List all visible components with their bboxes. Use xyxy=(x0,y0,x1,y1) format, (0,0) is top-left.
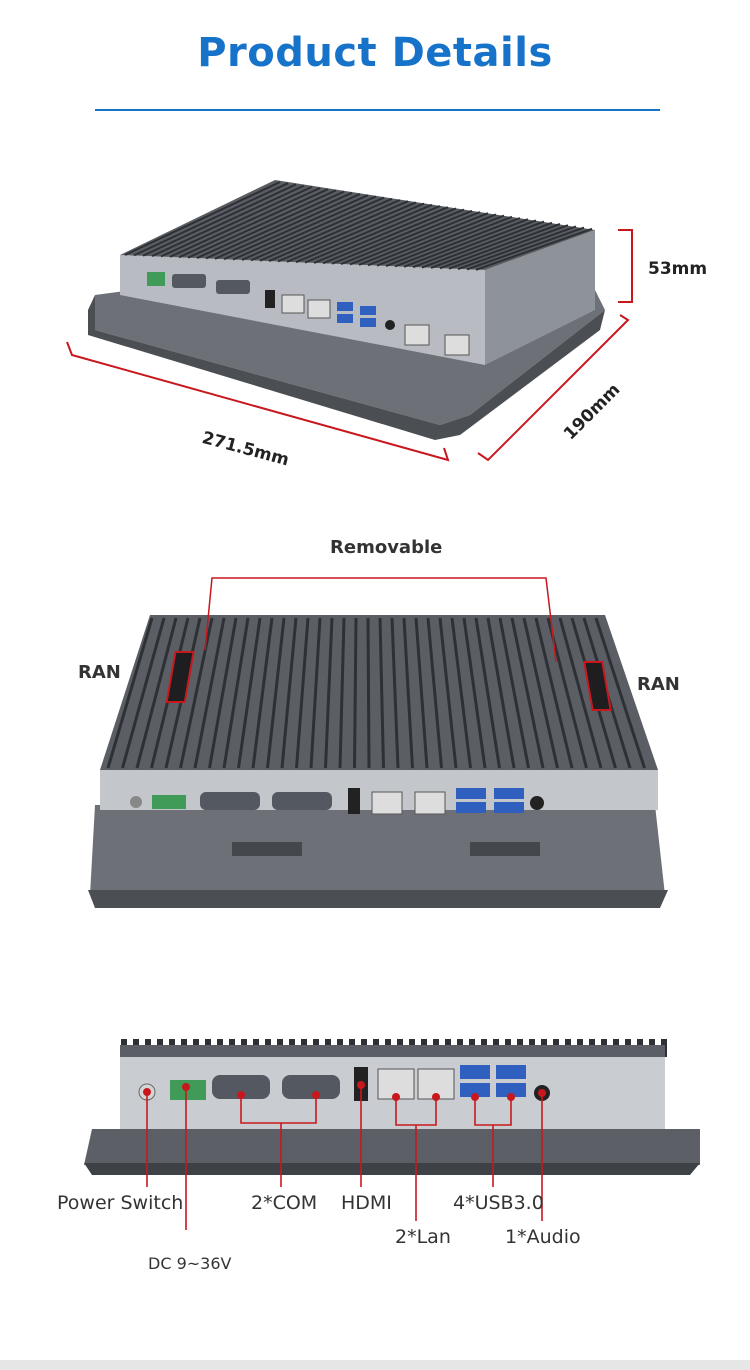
audio-label: 1*Audio xyxy=(505,1226,581,1248)
ram-right-label: RAN xyxy=(637,674,680,695)
device-io-panel-image xyxy=(84,1039,700,1230)
removable-label: Removable xyxy=(330,537,443,558)
page-title: Product Details xyxy=(197,30,553,76)
ram-left-label: RAN xyxy=(78,662,121,683)
hdmi-label: HDMI xyxy=(341,1192,392,1214)
height-dimension-label: 53mm xyxy=(648,259,708,279)
device-back-image xyxy=(88,577,668,908)
com-label: 2*COM xyxy=(251,1192,318,1214)
power-switch-label: Power Switch xyxy=(57,1192,184,1214)
bottom-divider xyxy=(0,1360,750,1370)
usb-label: 4*USB3.0 xyxy=(453,1192,544,1214)
device-isometric-image xyxy=(66,180,633,462)
dc-input-label: DC 9~36V xyxy=(148,1254,232,1273)
lan-label: 2*Lan xyxy=(395,1226,451,1248)
title-underline xyxy=(95,109,660,111)
